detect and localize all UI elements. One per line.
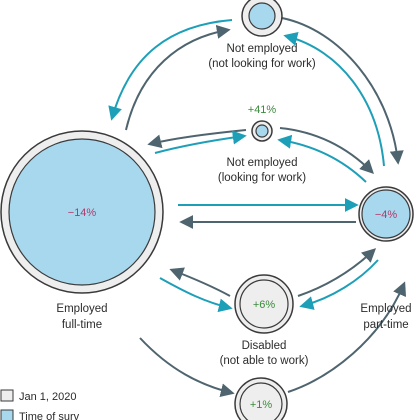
node-label-line2: part-time: [363, 319, 408, 331]
node-label-line1: Disabled: [242, 340, 287, 352]
node-not-employed-not-looking: Not employed (not looking for work): [208, 0, 316, 70]
change-label: −4%: [375, 209, 398, 221]
node-label-line2: (not looking for work): [208, 58, 316, 70]
arrow-dis-to-ft: [169, 267, 231, 297]
legend-swatch-survey: [0, 409, 14, 420]
arrow-lf-to-pt: [279, 127, 374, 174]
arrow-ft-to-bottom: [139, 337, 235, 398]
arrow-bottom-to-pt: [287, 281, 407, 393]
change-label: +41%: [248, 104, 277, 116]
arrow-pt-to-lf: [277, 134, 367, 183]
node-disabled: +6% Disabled (not able to work): [220, 274, 309, 367]
node-label-line1: Not employed: [227, 43, 298, 55]
legend-label-jan: Jan 1, 2020: [19, 391, 77, 403]
arrow-ft-to-nlf: [125, 24, 231, 131]
arrows: [108, 17, 407, 398]
change-label: −14%: [68, 207, 97, 219]
node-bottom: +1%: [234, 377, 288, 420]
legend-swatch-jan: [0, 389, 14, 402]
arrow-dis-to-pt: [297, 248, 377, 297]
node-label-line1: Employed: [56, 303, 107, 315]
arrow-nlf-to-ft: [108, 19, 233, 121]
arrow-ft-to-dis: [159, 277, 233, 313]
node-label-line2: full-time: [62, 319, 102, 331]
node-not-employed-looking: +41% Not employed (looking for work): [218, 104, 306, 184]
arrow-pt-to-dis: [299, 259, 379, 310]
node-label-line2: (not able to work): [220, 355, 309, 367]
arrow-ft-to-lf: [154, 130, 247, 154]
node-label-line2: (looking for work): [218, 172, 306, 184]
legend: Jan 1, 2020 Time of surv: [0, 389, 80, 420]
arrow-pt-to-nlf: [283, 32, 385, 167]
change-label: +1%: [250, 399, 273, 411]
node-employed-part-time: −4% Employed part-time: [358, 186, 414, 331]
arrow-nlf-to-pt: [281, 17, 404, 165]
node-label-line1: Not employed: [227, 157, 298, 169]
legend-label-survey: Time of surv: [19, 411, 80, 420]
change-label: +6%: [253, 299, 276, 311]
node-employed-full-time: −14% Employed full-time: [0, 130, 164, 331]
node-label-line1: Employed: [360, 303, 411, 315]
